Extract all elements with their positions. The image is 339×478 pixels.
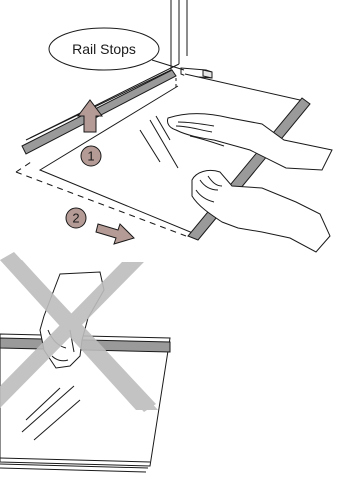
step-2-badge: 2	[66, 208, 86, 228]
callout-label: Rail Stops	[72, 41, 136, 57]
step-1-number: 1	[87, 149, 94, 164]
step-2-number: 2	[72, 211, 79, 226]
lower-hand-icon	[192, 170, 330, 252]
step-1-badge: 1	[81, 146, 101, 166]
arrow-right-icon	[96, 224, 134, 244]
incorrect-method-panel	[0, 252, 170, 472]
rail-stops-callout: Rail Stops	[49, 28, 184, 70]
correct-method-panel: 1 2 Rail Stops	[16, 0, 332, 252]
